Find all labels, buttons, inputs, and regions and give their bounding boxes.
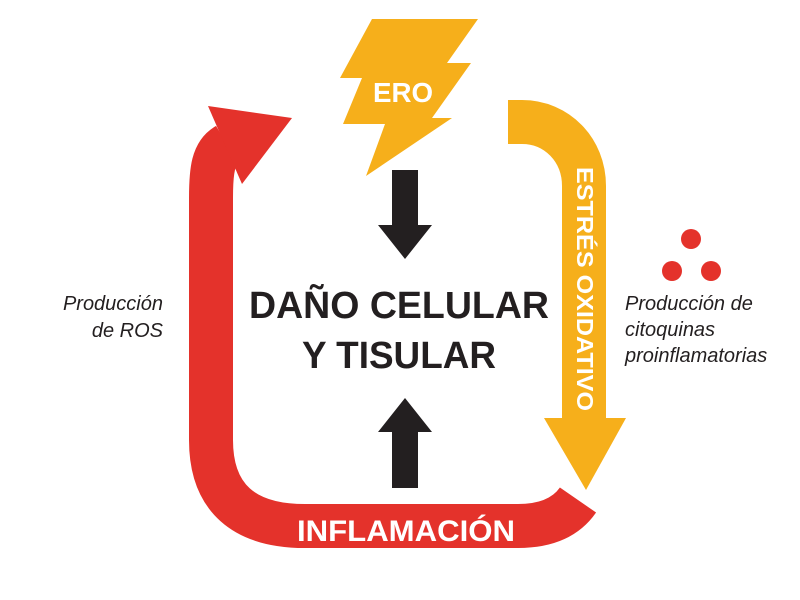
lightning-bolt-icon [340, 19, 478, 176]
ero-label: ERO [373, 77, 433, 108]
arrow-down-to-damage [378, 170, 432, 259]
ros-production-note: Producción de ROS [63, 293, 164, 342]
left-note-line1: Producción [63, 293, 163, 315]
arrow-up-to-damage [378, 398, 432, 488]
inflammation-arrow-band [189, 125, 597, 548]
inflammation-arrow-head [208, 106, 292, 184]
cytokine-dot [662, 261, 682, 281]
left-note-line2: de ROS [92, 320, 164, 342]
cytokine-dot [681, 229, 701, 249]
center-title-line2: Y TISULAR [302, 335, 496, 377]
right-note-line1: Producción de [625, 293, 753, 315]
inflammation-arrow: INFLAMACIÓN [189, 106, 597, 548]
cell-tissue-damage: DAÑO CELULAR Y TISULAR [249, 283, 549, 377]
ero-trigger: ERO [340, 19, 478, 176]
right-note-line2: citoquinas [625, 319, 715, 341]
oxidative-stress-label: ESTRÉS OXIDATIVO [572, 167, 599, 411]
oxidative-stress-arrow: ESTRÉS OXIDATIVO [508, 100, 626, 490]
oxidative-stress-arrow-head [544, 418, 626, 490]
three-dots-cluster-icon [662, 229, 721, 281]
right-note-line3: proinflamatorias [624, 345, 767, 367]
cytokine-production-note: Producción de citoquinas proinflamatoria… [624, 293, 767, 367]
center-title-line1: DAÑO CELULAR [249, 283, 549, 327]
oxidative-stress-arrow-band [508, 100, 606, 420]
inflammation-label: INFLAMACIÓN [297, 514, 515, 548]
cytokine-dot [701, 261, 721, 281]
